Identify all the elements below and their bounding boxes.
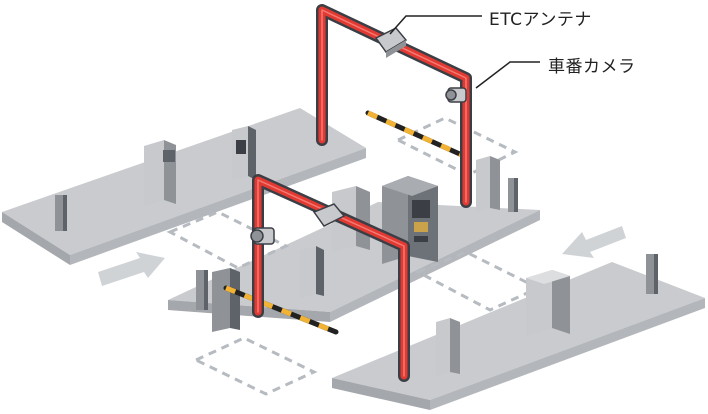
etc-antenna-label: ETCアンテナ bbox=[489, 10, 592, 30]
cabinet-lower-right bbox=[526, 270, 570, 336]
platform-lower-right bbox=[332, 262, 705, 410]
bollard-far-right bbox=[646, 254, 658, 294]
ticket-dispenser-center bbox=[300, 246, 324, 298]
etc-antenna-upper bbox=[374, 27, 408, 58]
payment-machine-left bbox=[144, 140, 176, 206]
dispenser-lower bbox=[436, 318, 460, 376]
bollard-left bbox=[55, 195, 67, 231]
platform-upper-left bbox=[2, 108, 366, 265]
barrier-arm-entry bbox=[223, 285, 339, 335]
barrier-arm-upper bbox=[365, 110, 465, 158]
bollard-entry bbox=[196, 270, 208, 310]
entry-arrow-icon bbox=[98, 252, 165, 286]
plate-camera-label: 車番カメラ bbox=[548, 57, 636, 77]
ticket-dispenser-right bbox=[476, 156, 518, 212]
plate-camera-lower bbox=[250, 227, 275, 245]
etc-antenna-lower bbox=[312, 203, 346, 227]
exit-arrow-icon bbox=[562, 226, 626, 258]
callout-lines bbox=[389, 15, 540, 89]
ticket-dispenser-upper bbox=[232, 126, 256, 180]
plate-camera-upper bbox=[445, 87, 467, 103]
gate-housing-entry bbox=[212, 268, 240, 332]
